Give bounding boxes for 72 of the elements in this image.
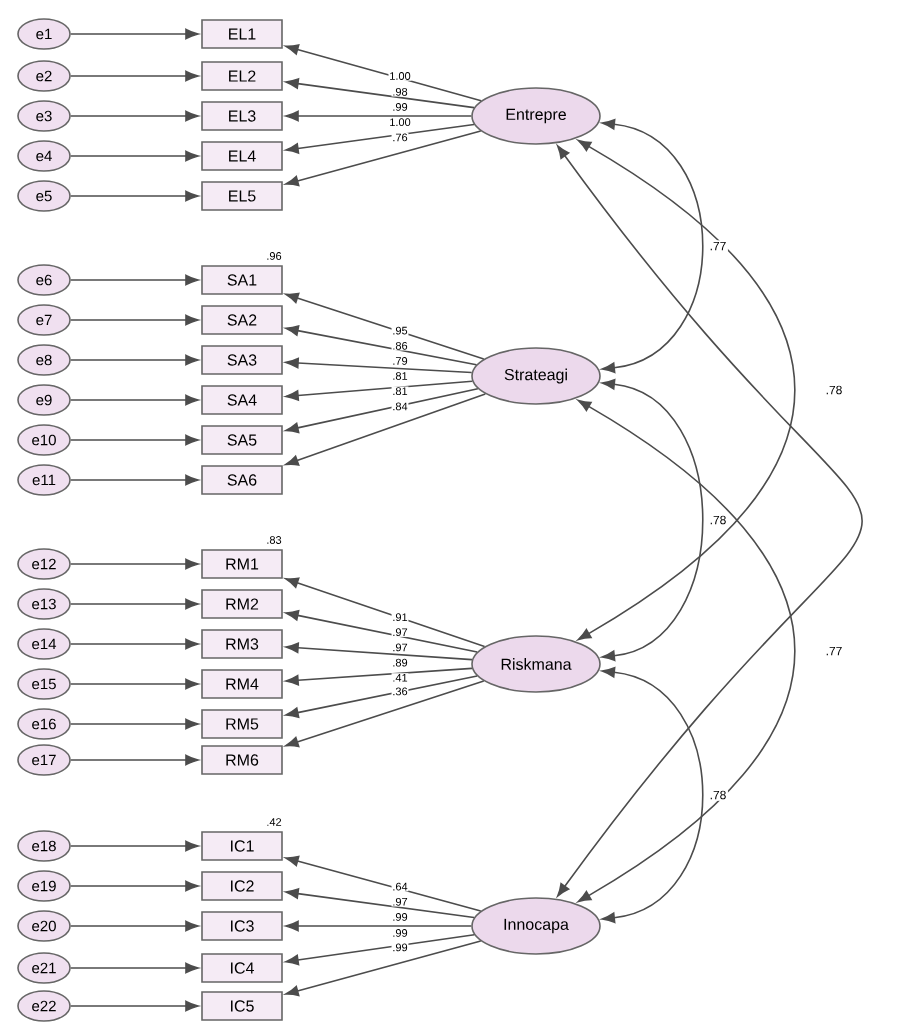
arrow [70, 598, 199, 610]
arrow [285, 357, 473, 374]
indicator-box: EL5 [201, 181, 283, 211]
arrow [70, 150, 199, 162]
indicator-box: EL1 [201, 19, 283, 49]
arrow [285, 393, 487, 466]
arrow [70, 314, 199, 326]
covariance-arrow [577, 139, 796, 641]
indicator-box: EL4 [201, 141, 283, 171]
indicator-box: EL2 [201, 61, 283, 91]
covariance-arrow [601, 378, 704, 662]
arrow [285, 380, 474, 401]
indicator-box: SA6 [201, 465, 283, 495]
indicator-box: RM5 [201, 709, 283, 739]
arrow [70, 434, 199, 446]
arrow [285, 325, 478, 366]
arrow [285, 934, 476, 966]
arrow [285, 667, 473, 686]
indicator-box: RM3 [201, 629, 283, 659]
indicator-box: IC4 [201, 953, 283, 983]
indicator-box: RM4 [201, 669, 283, 699]
indicator-box: IC3 [201, 911, 283, 941]
arrow [285, 110, 472, 122]
arrow [70, 70, 199, 82]
arrow [70, 678, 199, 690]
indicator-box: SA4 [201, 385, 283, 415]
arrow [285, 610, 478, 653]
arrow [70, 962, 199, 974]
indicator-box: SA2 [201, 305, 283, 335]
indicator-box: IC1 [201, 831, 283, 861]
indicator-box: RM6 [201, 745, 283, 775]
arrow [285, 940, 482, 997]
arrow [285, 680, 485, 748]
covariance-arrow [601, 118, 704, 374]
arrow [285, 78, 475, 109]
arrow [70, 474, 199, 486]
arrow [285, 130, 482, 187]
indicator-box: EL3 [201, 101, 283, 131]
arrow [70, 718, 199, 730]
arrow [70, 880, 199, 892]
arrow [70, 638, 199, 650]
arrow [285, 292, 485, 360]
arrow [285, 123, 475, 154]
arrow [285, 920, 472, 932]
arrow [285, 855, 482, 912]
arrow [70, 558, 199, 570]
arrow [285, 577, 486, 648]
arrow [70, 1000, 199, 1012]
indicator-box: IC2 [201, 871, 283, 901]
arrow [70, 110, 199, 122]
arrow [70, 190, 199, 202]
indicator-box: SA3 [201, 345, 283, 375]
covariance-arrow [601, 666, 704, 924]
indicator-box: SA5 [201, 425, 283, 455]
indicator-box: RM1 [201, 549, 283, 579]
arrow [285, 387, 479, 434]
arrow [70, 394, 199, 406]
covariance-arrow [577, 399, 796, 903]
indicator-box: IC5 [201, 991, 283, 1021]
arrow [285, 44, 482, 102]
arrow [70, 28, 199, 40]
arrow [285, 888, 475, 919]
arrow [70, 354, 199, 366]
arrow [70, 840, 199, 852]
indicator-box: RM2 [201, 589, 283, 619]
arrow [70, 754, 199, 766]
arrow [285, 642, 473, 661]
arrow [70, 274, 199, 286]
covariance-arrow [557, 145, 863, 897]
arrow [70, 920, 199, 932]
indicator-box: SA1 [201, 265, 283, 295]
arrow [285, 675, 478, 718]
